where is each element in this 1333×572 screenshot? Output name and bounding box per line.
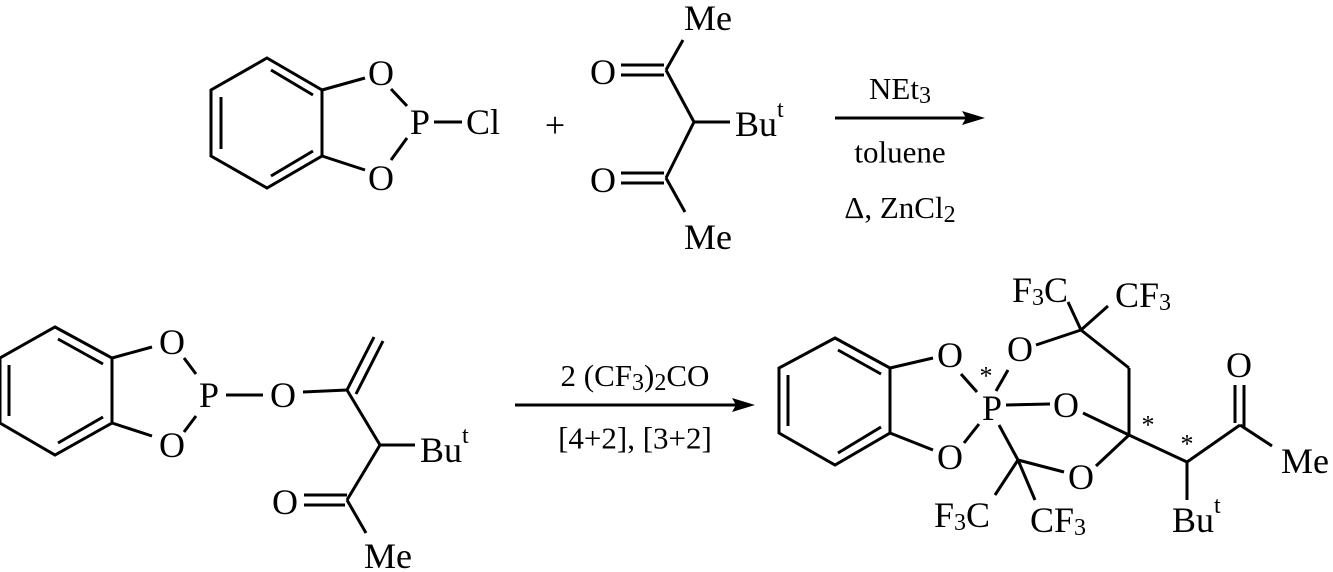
- solvent-toluene: toluene: [854, 135, 945, 170]
- intermediate-enol-phosphite: O O P O O Me But: [0, 322, 469, 572]
- plus-sign: +: [545, 105, 565, 145]
- reagent-hexafluoroacetone: 2 (CF3)2CO: [561, 358, 710, 397]
- atom-p: P: [982, 388, 1002, 428]
- reaction-arrow-1: NEt3 toluene Δ, ZnCl2: [835, 71, 985, 229]
- reactant-diketone: O O Me Me But: [590, 0, 784, 257]
- atom-o: O: [937, 335, 963, 375]
- trifluoromethyl-label: CF3: [1115, 275, 1171, 316]
- cycloaddition-label: [4+2], [3+2]: [558, 421, 712, 456]
- benzene-ring: [777, 336, 892, 467]
- trifluoromethyl-label: F3C: [1012, 270, 1068, 311]
- atom-o: O: [1226, 345, 1252, 385]
- stereocenter-marker: *: [1181, 430, 1194, 459]
- atom-o: O: [590, 160, 616, 200]
- atom-o: O: [159, 322, 185, 362]
- atom-o: O: [590, 52, 616, 92]
- conditions-heat-zncl2: Δ, ZnCl2: [844, 190, 955, 229]
- tert-butyl-label: But: [735, 97, 784, 144]
- benzene-ring: [0, 325, 114, 457]
- atom-p: P: [199, 375, 219, 415]
- reagent-net3: NEt3: [869, 71, 931, 110]
- atom-o: O: [368, 53, 394, 93]
- benzene-ring: [209, 56, 324, 190]
- reactant-chlorophosphole: O O P Cl: [209, 53, 500, 198]
- stereocenter-marker: *: [980, 362, 993, 391]
- trifluoromethyl-label: CF3: [1030, 500, 1086, 541]
- product-phosphorane: O O P * O O O O F3C CF3 F3C CF3 * * Me B…: [777, 270, 1329, 541]
- atom-o: O: [1007, 329, 1033, 369]
- trifluoromethyl-label: F3C: [934, 495, 990, 536]
- tert-butyl-label: But: [1172, 493, 1221, 540]
- methyl-label: Me: [1281, 441, 1329, 481]
- tert-butyl-label: But: [420, 423, 469, 470]
- atom-o: O: [1068, 457, 1094, 497]
- methyl-label: Me: [364, 536, 412, 572]
- atom-o: O: [272, 482, 298, 522]
- atom-o: O: [368, 158, 394, 198]
- methyl-label: Me: [684, 0, 732, 38]
- atom-p: P: [410, 102, 430, 142]
- atom-o: O: [270, 375, 296, 415]
- atom-o: O: [937, 437, 963, 477]
- atom-o: O: [1053, 385, 1079, 425]
- atom-o: O: [159, 425, 185, 465]
- reaction-arrow-2: 2 (CF3)2CO [4+2], [3+2]: [515, 358, 755, 456]
- stereocenter-marker: *: [1142, 411, 1155, 440]
- atom-cl: Cl: [466, 102, 500, 142]
- methyl-label: Me: [684, 217, 732, 257]
